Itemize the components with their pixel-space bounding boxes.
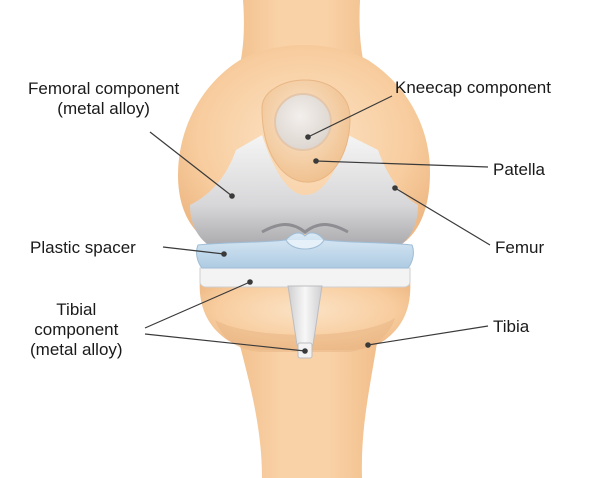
spacer-post bbox=[285, 239, 325, 250]
label-tibial-component-line3: (metal alloy) bbox=[30, 340, 123, 359]
leader-lines bbox=[144, 95, 491, 352]
plastic-spacer bbox=[196, 232, 414, 269]
leader-tibial-tray bbox=[144, 281, 251, 329]
leader-dots bbox=[221, 134, 398, 354]
label-femoral-component-line2: (metal alloy) bbox=[57, 99, 150, 118]
label-tibial-component: Tibial component (metal alloy) bbox=[30, 300, 123, 360]
leader-tibia bbox=[367, 325, 489, 346]
label-tibial-component-line2: component bbox=[34, 320, 119, 339]
label-plastic-spacer: Plastic spacer bbox=[30, 238, 136, 257]
label-tibial-component-line1: Tibial bbox=[56, 300, 97, 319]
femoral-component bbox=[190, 135, 418, 252]
label-femoral-component-line1: Femoral component bbox=[28, 79, 180, 98]
leader-patella bbox=[315, 160, 489, 168]
leader-plastic-spacer bbox=[162, 246, 225, 255]
label-kneecap-component: Kneecap component bbox=[395, 78, 551, 97]
kneecap-component bbox=[274, 93, 332, 151]
label-femur: Femur bbox=[495, 238, 545, 257]
label-femoral-component: Femoral component (metal alloy) bbox=[28, 79, 179, 119]
leader-kneecap-component bbox=[307, 95, 393, 138]
label-tibia: Tibia bbox=[493, 317, 530, 336]
tibial-tray bbox=[199, 267, 411, 288]
leader-femoral-component bbox=[149, 131, 233, 197]
tibial-stem bbox=[287, 285, 323, 346]
leader-tibial-stem bbox=[144, 333, 306, 352]
label-patella: Patella bbox=[493, 160, 545, 179]
femoral-notch-shadow bbox=[261, 223, 349, 234]
leader-femur bbox=[394, 187, 491, 246]
